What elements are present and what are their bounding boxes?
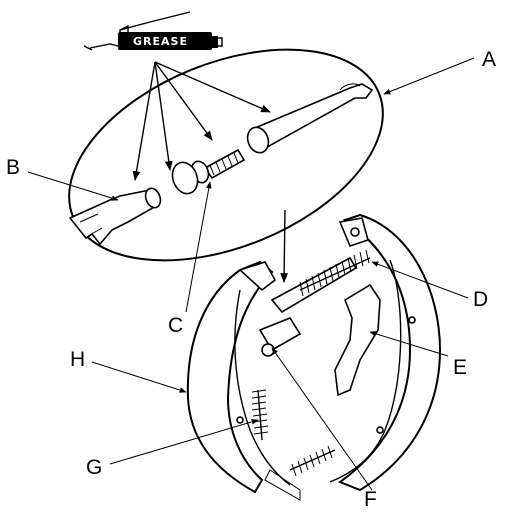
adjuster-rod — [246, 83, 374, 154]
callout-d: D — [473, 288, 488, 311]
callout-e: E — [453, 356, 467, 379]
grease-label: GREASE — [133, 35, 188, 48]
callout-b: B — [6, 156, 20, 179]
adjuster-screw — [171, 148, 246, 195]
callout-f: F — [364, 488, 377, 511]
adjuster-socket — [68, 187, 162, 246]
detail-ellipse — [68, 48, 384, 262]
callout-a: A — [482, 48, 496, 71]
grease-gun-icon — [83, 11, 223, 51]
callout-leaders — [27, 57, 475, 491]
callout-c: C — [168, 314, 183, 337]
callout-g: G — [86, 456, 102, 479]
callout-h: H — [70, 348, 85, 371]
install-arrow — [280, 209, 289, 283]
brake-shoe-assembly — [186, 213, 442, 501]
grease-arrows — [132, 61, 271, 181]
